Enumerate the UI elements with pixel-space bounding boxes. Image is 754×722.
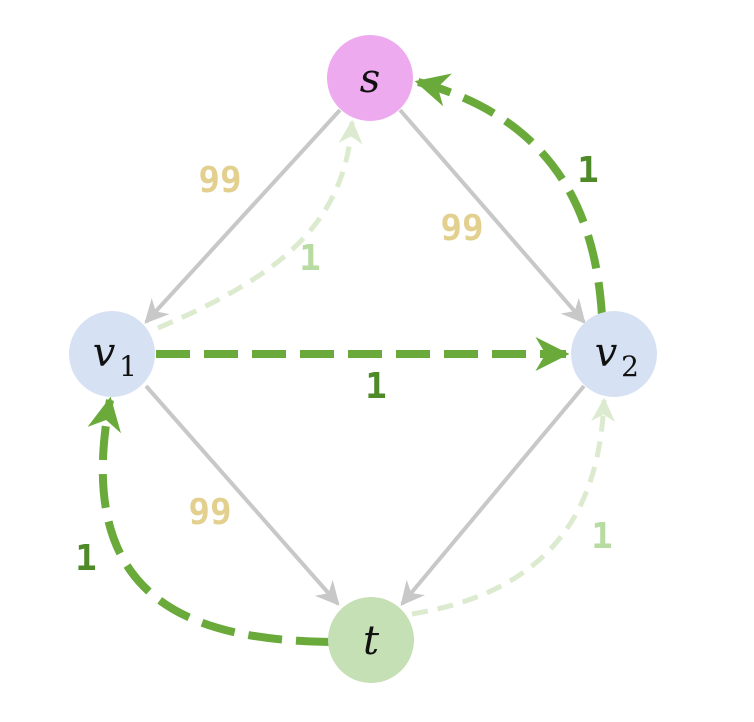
edge-s-v1 [144,108,342,324]
node-v1-subscript: 1 [119,350,137,383]
node-t-label: t [363,618,380,664]
flow-label-t-v2: 1 [591,516,613,557]
node-s-label: s [360,56,381,102]
flow-label-v1-s: 1 [299,238,321,279]
edge-label-s-v1: 99 [198,160,241,201]
edge-s-v2 [398,108,586,324]
flow-t-v1 [87,396,331,646]
edge-label-v1-t: 99 [188,492,231,533]
node-v1: v 1 [69,311,155,397]
edge-v2-t [400,384,586,606]
node-v1-label: v [93,330,116,376]
node-v2: v 2 [571,311,657,397]
flow-v1-s-faint [157,119,363,331]
node-t: t [328,597,414,683]
node-v2-label: v [595,330,618,376]
node-v2-subscript: 2 [621,350,639,383]
node-s: s [327,35,413,121]
flow-label-v2-s: 1 [577,150,599,191]
flow-label-v1-v2: 1 [365,366,387,407]
edge-label-s-v2: 99 [440,208,483,249]
flow-label-t-v1: 1 [75,538,97,579]
flow-v2-s [414,73,606,317]
edge-v1-t [144,384,340,606]
flow-t-v2-faint [411,397,616,617]
